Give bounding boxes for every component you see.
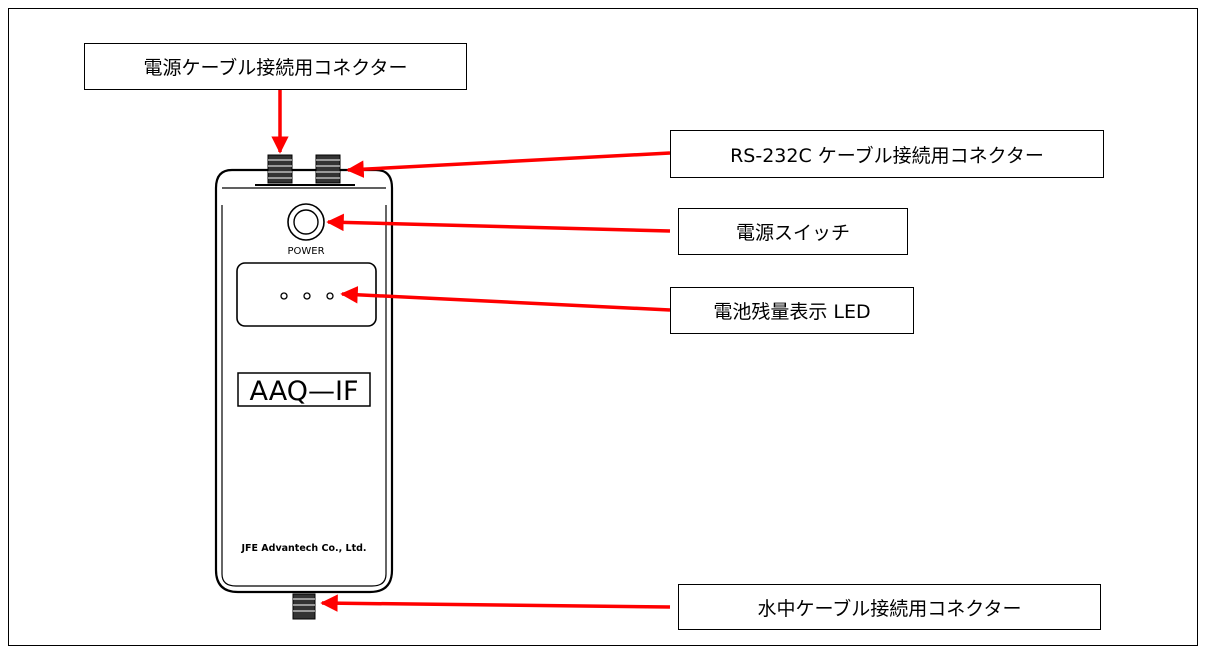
label-rs232c-connector: RS-232C ケーブル接続用コネクター (670, 130, 1104, 178)
arrow-rs232c (346, 151, 671, 178)
label-power-switch: 電源スイッチ (678, 208, 908, 255)
rs232c-connector-graphic (315, 154, 341, 184)
led-dots (280, 292, 334, 300)
model-name-box (237, 372, 371, 407)
model-name: AAQ—IF (250, 376, 359, 407)
device-body (214, 168, 394, 594)
arrow-power-switch (326, 213, 671, 233)
power-switch-graphic (287, 203, 325, 241)
power-cable-connector-graphic (267, 154, 293, 184)
maker-text: JFE Advantech Co., Ltd. (240, 543, 366, 554)
power-text: POWER (287, 246, 324, 257)
arrow-underwater-cable (320, 594, 671, 612)
underwater-cable-connector-graphic (292, 593, 316, 620)
label-battery-led: 電池残量表示 LED (670, 287, 914, 334)
label-underwater-cable-connector: 水中ケーブル接続用コネクター (678, 584, 1101, 630)
arrow-battery-led (340, 286, 671, 312)
label-power-cable-connector: 電源ケーブル接続用コネクター (84, 43, 467, 90)
outer-frame (8, 8, 1198, 646)
